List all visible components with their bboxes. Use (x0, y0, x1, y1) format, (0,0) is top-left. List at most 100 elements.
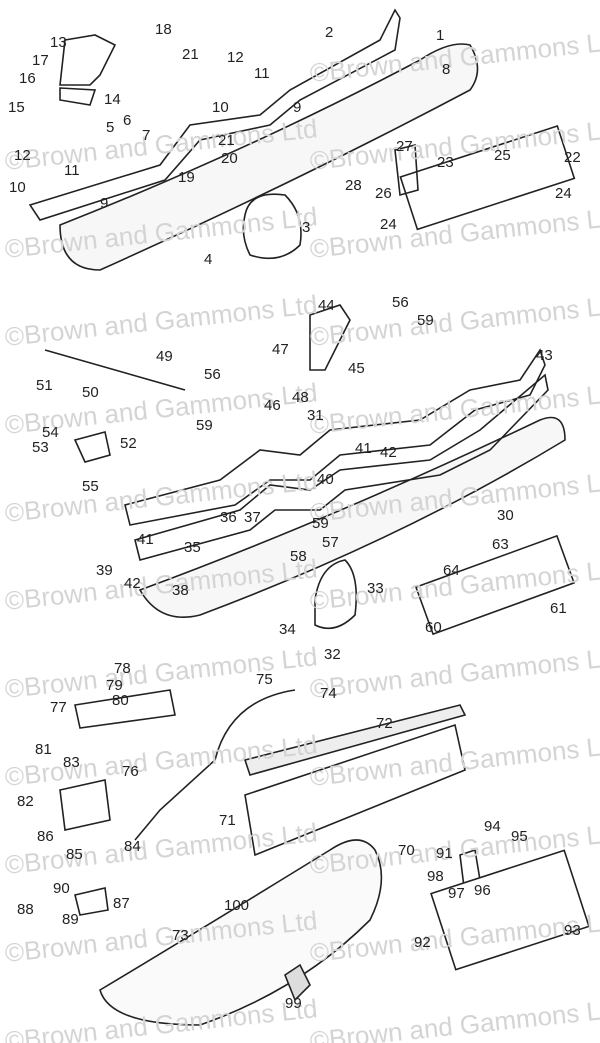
callout-10: 10 (9, 179, 26, 196)
bumper-bar-1 (59, 43, 479, 271)
callout-21: 21 (182, 46, 199, 63)
callout-89: 89 (62, 911, 79, 928)
callout-34: 34 (279, 621, 296, 638)
bracket-23 (394, 143, 419, 197)
lamp-bar-74 (134, 689, 296, 841)
callout-59: 59 (196, 417, 213, 434)
callout-38: 38 (172, 582, 189, 599)
callout-11: 11 (254, 65, 270, 82)
callout-19: 19 (178, 169, 195, 186)
callout-63: 63 (492, 536, 509, 553)
callout-91: 91 (436, 845, 453, 862)
callout-54: 54 (42, 424, 59, 441)
bracket-13 (59, 34, 117, 86)
callout-77: 77 (50, 699, 67, 716)
callout-25: 25 (494, 147, 511, 164)
callout-14: 14 (104, 91, 121, 108)
overrider-33 (314, 559, 358, 630)
callout-52: 52 (120, 435, 137, 452)
callout-20: 20 (221, 150, 238, 167)
callout-73: 73 (172, 927, 189, 944)
callout-70: 70 (398, 842, 415, 859)
callout-42: 42 (380, 444, 397, 461)
callout-6: 6 (123, 112, 132, 129)
callout-28: 28 (345, 177, 362, 194)
callout-15: 15 (8, 99, 25, 116)
callout-86: 86 (37, 828, 54, 845)
callout-56: 56 (204, 366, 221, 383)
callout-45: 45 (348, 360, 365, 377)
callout-41: 41 (355, 440, 372, 457)
callout-42: 42 (124, 575, 141, 592)
callout-47: 47 (272, 341, 289, 358)
callout-24: 24 (380, 216, 397, 233)
callout-9: 9 (293, 99, 302, 116)
bracket-52 (73, 431, 111, 463)
callout-98: 98 (427, 868, 444, 885)
callout-2: 2 (325, 24, 334, 41)
callout-60: 60 (425, 619, 442, 636)
callout-46: 46 (264, 397, 281, 414)
callout-53: 53 (32, 439, 49, 456)
callout-13: 13 (50, 34, 67, 51)
callout-31: 31 (307, 407, 324, 424)
callout-8: 8 (442, 61, 451, 78)
callout-71: 71 (219, 812, 236, 829)
plate-14 (59, 87, 97, 106)
callout-81: 81 (35, 741, 52, 758)
callout-55: 55 (82, 478, 99, 495)
callout-32: 32 (324, 646, 341, 663)
callout-41: 41 (137, 531, 154, 548)
finisher-72 (243, 704, 467, 776)
callout-78: 78 (114, 660, 131, 677)
callout-1: 1 (436, 27, 445, 44)
callout-92: 92 (414, 934, 431, 951)
callout-24: 24 (555, 185, 572, 202)
callout-5: 5 (106, 119, 115, 136)
number-plate-92 (430, 849, 590, 971)
callout-11: 11 (64, 162, 80, 179)
callout-88: 88 (17, 901, 34, 918)
callout-87: 87 (113, 895, 130, 912)
bumper-iron-lower (134, 373, 549, 561)
callout-18: 18 (155, 21, 172, 38)
badge-99 (284, 963, 311, 1002)
callout-97: 97 (448, 885, 465, 902)
callout-23: 23 (437, 154, 454, 171)
callout-100: 100 (224, 897, 250, 914)
callout-76: 76 (122, 763, 139, 780)
stay-49 (44, 349, 186, 391)
callout-30: 30 (497, 507, 514, 524)
callout-84: 84 (124, 838, 141, 855)
number-plate-60 (414, 534, 576, 636)
callout-51: 51 (36, 377, 53, 394)
callout-12: 12 (14, 147, 31, 164)
callout-80: 80 (112, 692, 129, 709)
callout-9: 9 (100, 195, 109, 212)
bumper-71 (244, 723, 466, 857)
bumper-bar-30 (138, 416, 566, 619)
bumper-iron-2 (28, 8, 401, 221)
callout-35: 35 (184, 539, 201, 556)
callout-33: 33 (367, 580, 384, 597)
callout-39: 39 (96, 562, 113, 579)
callout-40: 40 (317, 471, 334, 488)
callout-61: 61 (550, 600, 567, 617)
callout-90: 90 (53, 880, 70, 897)
bracket-44 (309, 304, 351, 371)
bracket-76 (59, 779, 111, 831)
callout-4: 4 (204, 251, 213, 268)
callout-99: 99 (285, 995, 302, 1012)
callout-56: 56 (392, 294, 409, 311)
callout-58: 58 (290, 548, 307, 565)
callout-74: 74 (320, 685, 337, 702)
callout-94: 94 (484, 818, 501, 835)
callout-96: 96 (474, 882, 491, 899)
callout-7: 7 (142, 127, 151, 144)
callout-64: 64 (443, 562, 460, 579)
callout-27: 27 (396, 138, 413, 155)
callout-22: 22 (564, 149, 581, 166)
callout-72: 72 (376, 715, 393, 732)
callout-17: 17 (32, 52, 49, 69)
